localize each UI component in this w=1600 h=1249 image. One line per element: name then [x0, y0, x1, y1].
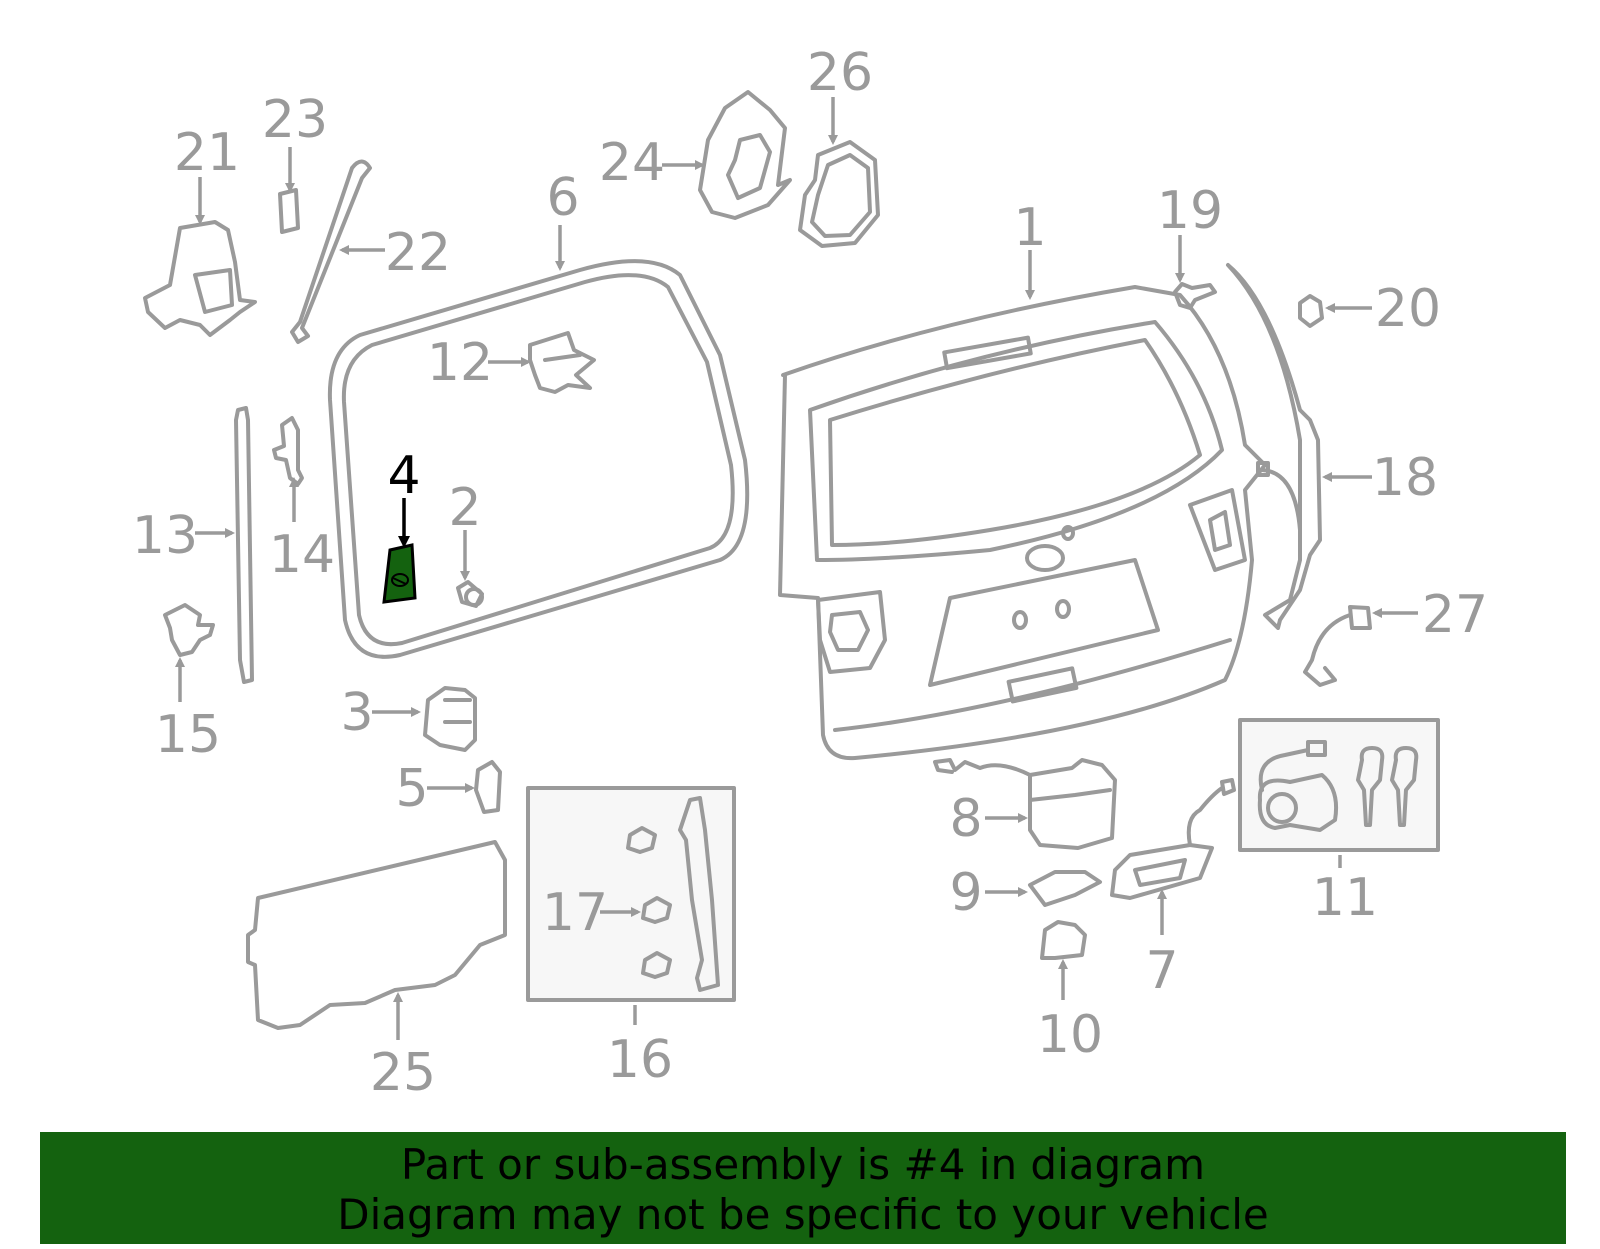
callout-15: 15: [155, 705, 221, 765]
callout-labels: 1 2 3 4 5 6 7 8 9 10 11 12 13 14 15 16 1…: [132, 43, 1488, 1103]
callout-18: 18: [1372, 448, 1438, 508]
callout-19: 19: [1157, 181, 1223, 241]
part-1-liftgate[interactable]: [778, 285, 1267, 761]
callout-12: 12: [427, 333, 493, 393]
part-12-bracket[interactable]: [528, 331, 596, 394]
part-4-highlighted[interactable]: [382, 543, 417, 604]
callout-13: 13: [132, 506, 198, 566]
callout-17: 17: [542, 883, 608, 943]
part-5-cover[interactable]: [474, 760, 502, 814]
callout-26: 26: [807, 43, 873, 103]
callout-4: 4: [387, 446, 420, 506]
part-22-strut[interactable]: [290, 159, 372, 344]
callout-1: 1: [1013, 198, 1046, 258]
callout-11: 11: [1312, 868, 1378, 928]
part-8-actuator[interactable]: [933, 758, 1117, 850]
callout-14: 14: [269, 525, 335, 585]
callout-6: 6: [546, 168, 579, 228]
part-16-kit[interactable]: [526, 786, 736, 1002]
part-2-stopper[interactable]: [456, 580, 484, 608]
part-27-switch[interactable]: [1303, 605, 1372, 687]
callout-20: 20: [1375, 279, 1441, 339]
callout-22: 22: [385, 223, 451, 283]
part-11-lock-kit[interactable]: [1238, 718, 1440, 852]
callout-arrows: [175, 97, 1418, 1040]
callout-3: 3: [340, 683, 373, 743]
part-20-nut[interactable]: [1298, 294, 1324, 328]
part-13-strut[interactable]: [234, 406, 254, 684]
callout-16: 16: [607, 1030, 673, 1090]
part-3-hinge[interactable]: [423, 686, 477, 752]
callout-25: 25: [370, 1043, 436, 1103]
part-9-bracket[interactable]: [1028, 870, 1102, 907]
part-15-bracket[interactable]: [163, 603, 215, 657]
part-10-clip[interactable]: [1040, 920, 1087, 960]
part-18-molding[interactable]: [1226, 263, 1322, 630]
callout-8: 8: [949, 789, 982, 849]
part-21-hinge[interactable]: [143, 220, 257, 337]
part-24-trim[interactable]: [698, 90, 792, 220]
info-banner: Part or sub-assembly is #4 in diagram Di…: [40, 1132, 1566, 1244]
callout-2: 2: [448, 478, 481, 538]
callout-21: 21: [174, 123, 240, 183]
part-6-weatherstrip[interactable]: [327, 259, 750, 659]
callout-9: 9: [949, 863, 982, 923]
part-14-ball-stud[interactable]: [272, 416, 304, 486]
banner-line-2: Diagram may not be specific to your vehi…: [337, 1190, 1269, 1239]
callout-5: 5: [395, 759, 428, 819]
part-7-handle[interactable]: [1110, 778, 1236, 900]
callout-10: 10: [1037, 1005, 1103, 1065]
callout-24: 24: [599, 133, 665, 193]
part-23-clip[interactable]: [278, 188, 300, 234]
callout-27: 27: [1422, 585, 1488, 645]
banner-line-1: Part or sub-assembly is #4 in diagram: [400, 1140, 1206, 1189]
callout-7: 7: [1145, 941, 1178, 1001]
part-19-bolt[interactable]: [1173, 282, 1217, 310]
part-26-trim[interactable]: [798, 140, 880, 248]
part-25-trim-panel[interactable]: [246, 840, 507, 1030]
callout-23: 23: [262, 90, 328, 150]
